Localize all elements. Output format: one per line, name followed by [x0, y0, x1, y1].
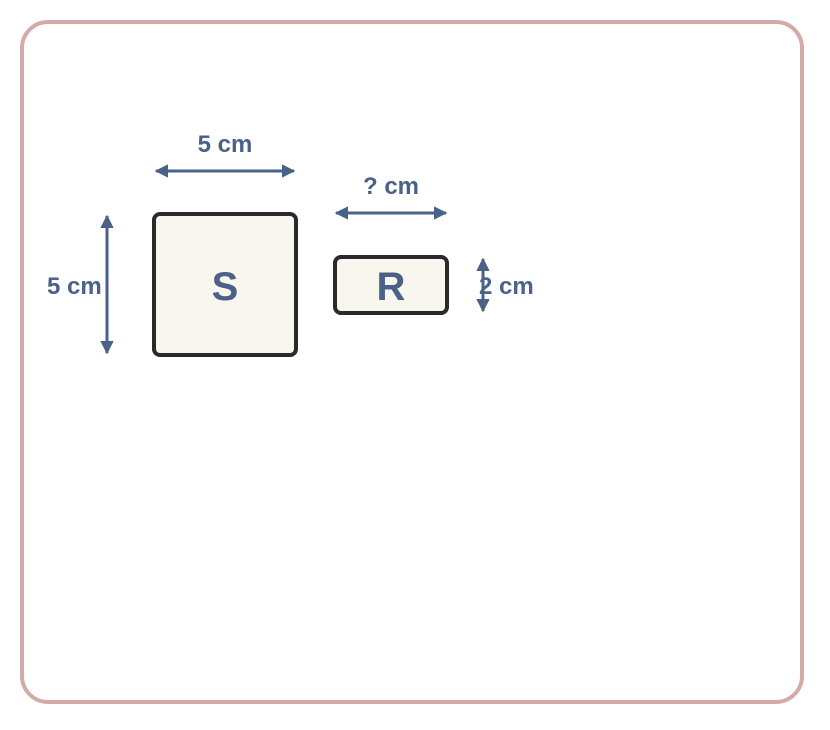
rectangle-width-label: ? cm: [363, 173, 419, 200]
square-s: [152, 212, 298, 357]
diagram-frame: [20, 20, 804, 704]
rectangle-height-label: 2 cm: [479, 273, 534, 300]
rectangle-label: R: [377, 265, 406, 309]
square-height-label: 5 cm: [47, 273, 102, 300]
square-label: S: [212, 265, 239, 309]
square-width-label: 5 cm: [198, 131, 253, 158]
rectangle-r: [333, 255, 449, 315]
